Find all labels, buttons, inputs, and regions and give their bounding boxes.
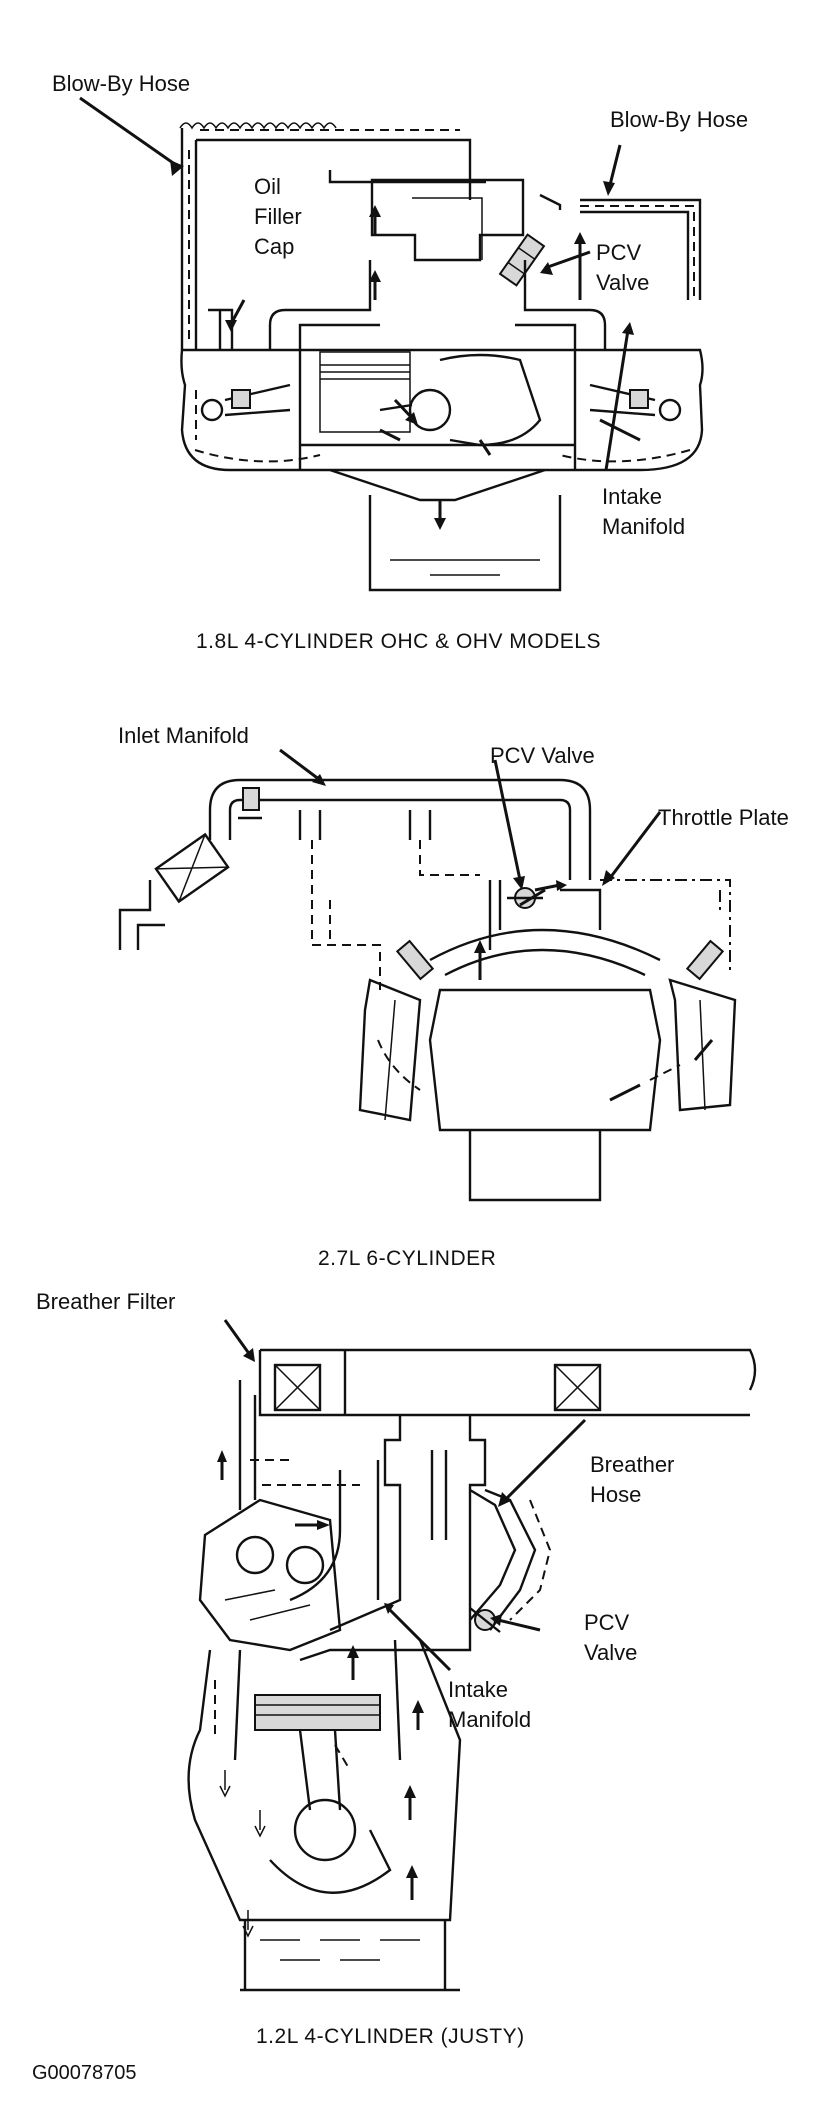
pcv-valve-line-2: Valve: [596, 270, 650, 295]
diagram-2-drawing: [118, 748, 737, 1202]
breather-hose-line-1: Breather: [590, 1452, 675, 1477]
diagram-3-drawing: [187, 1319, 757, 1992]
diagram-1-drawing: [79, 96, 704, 592]
diagram-1-label-oil-filler-cap: Oil Filler Cap: [254, 172, 302, 262]
diagram-2-label-pcv-valve: PCV Valve: [490, 743, 595, 768]
diagram-3-label-pcv-valve: PCV Valve: [584, 1608, 637, 1668]
diagram-3-label-breather-filter: Breather Filter: [36, 1289, 176, 1314]
intake-manifold-3-line-1: Intake: [448, 1677, 508, 1702]
diagram-1-caption: 1.8L 4-CYLINDER OHC & OHV MODELS: [196, 630, 601, 653]
diagram-2-label-throttle-plate: Throttle Plate: [658, 805, 789, 830]
breather-hose-line-2: Hose: [590, 1482, 642, 1507]
pcv-valve-3-line-1: PCV: [584, 1610, 630, 1635]
diagram-2-caption: 2.7L 6-CYLINDER: [318, 1247, 497, 1270]
oil-filler-cap-line-2: Filler: [254, 204, 302, 229]
pcv-valve-3-line-2: Valve: [584, 1640, 638, 1665]
diagram-3-label-breather-hose: Breather Hose: [590, 1450, 674, 1510]
diagram-1-label-blow-by-hose-left: Blow-By Hose: [52, 71, 191, 96]
diagram-1-label-blow-by-hose-right: Blow-By Hose: [610, 107, 749, 132]
diagram-1-label-pcv-valve: PCV Valve: [596, 238, 649, 298]
diagram-1-label-intake-manifold: Intake Manifold: [602, 482, 685, 542]
pcv-valve-line-1: PCV: [596, 240, 642, 265]
diagram-3-label-intake-manifold: Intake Manifold: [448, 1675, 531, 1735]
figure-id: G00078705: [32, 2062, 137, 2084]
intake-manifold-line-2: Manifold: [602, 514, 686, 539]
diagram-2-label-inlet-manifold: Inlet Manifold: [118, 723, 249, 748]
intake-manifold-3-line-2: Manifold: [448, 1707, 532, 1732]
intake-manifold-line-1: Intake: [602, 484, 662, 509]
oil-filler-cap-line-1: Oil: [254, 174, 281, 199]
diagram-3-caption: 1.2L 4-CYLINDER (JUSTY): [256, 2025, 525, 2048]
oil-filler-cap-line-3: Cap: [254, 234, 295, 259]
